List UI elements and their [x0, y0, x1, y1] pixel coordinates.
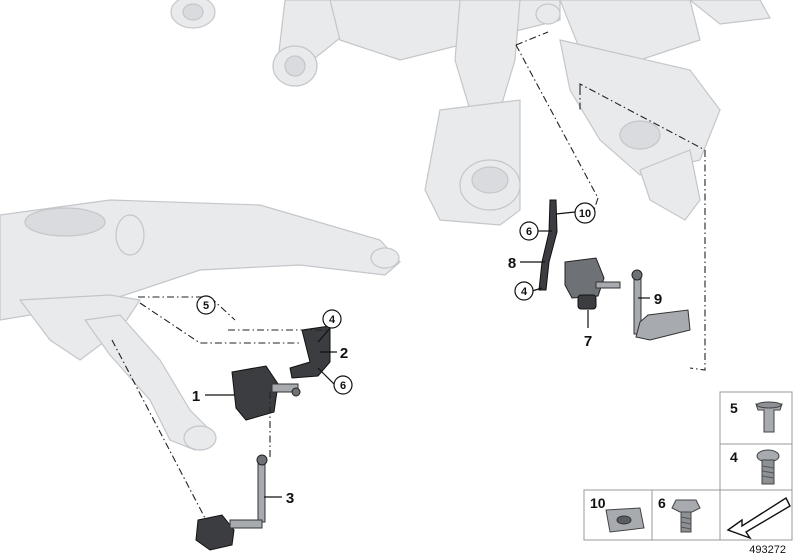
front-direction-arrow-icon: [719, 489, 793, 541]
circled-callout-10-right: 10: [579, 208, 591, 220]
svg-text:6: 6: [658, 495, 666, 511]
bracket-8: [538, 199, 558, 291]
svg-text:5: 5: [730, 400, 738, 416]
svg-text:4: 4: [730, 449, 738, 465]
callout-labels: 1 2 3 7 8 9: [192, 255, 662, 507]
circled-callout-6-right: 6: [526, 226, 532, 238]
circled-callouts: 5 4 6 10 6 4: [196, 202, 596, 395]
legend-item-4: 4: [719, 443, 793, 491]
sensor-7: [564, 257, 621, 310]
document-number: 493272: [749, 544, 786, 556]
legend-item-5: 5: [719, 391, 793, 445]
callout-8: 8: [508, 255, 516, 272]
callout-1: 1: [192, 388, 200, 405]
legend-item-10: 10: [583, 489, 653, 541]
connection-lines: [111, 31, 706, 521]
rear-subframe-upper: [170, 0, 771, 226]
callout-3: 3: [286, 490, 294, 507]
callout-9: 9: [654, 291, 662, 308]
circled-callout-6-left: 6: [340, 380, 346, 392]
callout-7: 7: [584, 333, 592, 350]
linkage-3: [195, 454, 268, 551]
circled-callout-4-right: 4: [521, 286, 528, 298]
circled-callout-5-left: 5: [203, 300, 209, 312]
rear-subframe-lower: [0, 199, 401, 451]
svg-text:10: 10: [590, 495, 606, 511]
leader-lines: [205, 211, 650, 498]
circled-callout-4-left: 4: [329, 314, 336, 326]
legend-item-6: 6: [651, 489, 721, 541]
sensor-1: [231, 365, 301, 421]
callout-2: 2: [340, 345, 348, 362]
linkage-9: [631, 269, 691, 341]
